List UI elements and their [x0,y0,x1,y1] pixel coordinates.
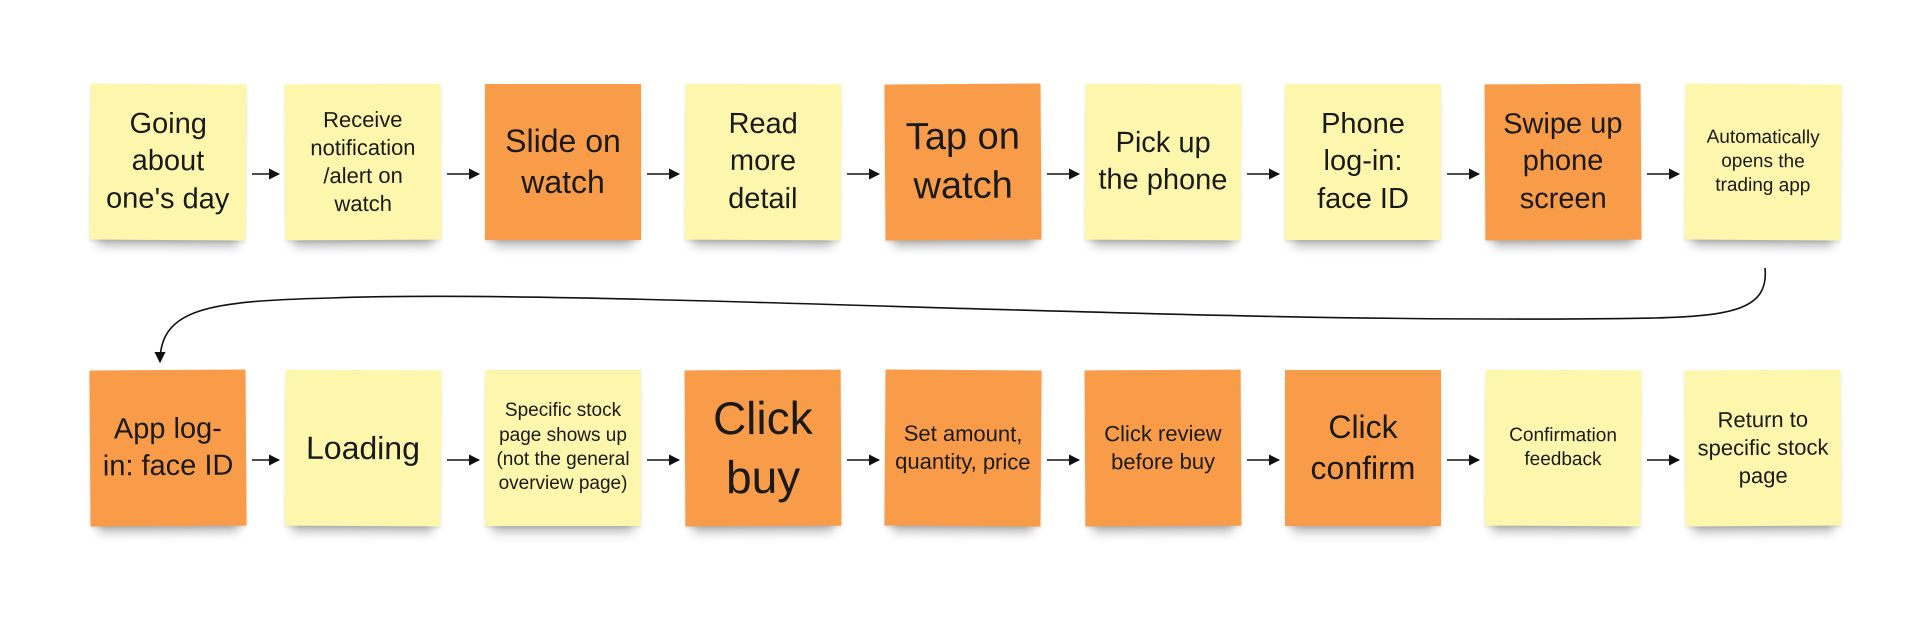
sticky-note-text: Receive notification /alert on watch [310,106,416,217]
sticky-note-text: Loading [305,429,421,466]
sticky-note[interactable]: Confirmation feedback [1484,369,1642,527]
sticky-note[interactable]: Click review before buy [1084,369,1242,527]
sticky-note[interactable]: Automatically opens the trading app [1684,83,1842,241]
sticky-note[interactable]: Slide on watch [485,84,641,240]
sticky-note-text: Confirmation feedback [1509,424,1617,471]
sticky-note[interactable]: Set amount, quantity, price [884,369,1042,527]
sticky-note[interactable]: Loading [284,369,442,527]
sticky-note-text: Specific stock page shows up (not the ge… [496,400,630,495]
sticky-note[interactable]: Swipe up phone screen [1484,83,1642,241]
sticky-note[interactable]: Pick up the phone [1084,83,1242,241]
sticky-note-text: Set amount, quantity, price [895,420,1031,475]
sticky-note-text: Tap on watch [905,115,1021,208]
sticky-note-text: Automatically opens the trading app [1706,126,1820,197]
sticky-note[interactable]: Specific stock page shows up (not the ge… [485,370,641,526]
sticky-note-text: Slide on watch [505,123,621,200]
sticky-note[interactable]: Read more detail [684,83,842,241]
sticky-note[interactable]: Click confirm [1285,370,1441,526]
sticky-note[interactable]: Phone log-in: face ID [1285,84,1441,240]
sticky-note-text: Going about one's day [106,108,230,215]
sticky-note[interactable]: Click buy [684,369,842,527]
sticky-note-text: Phone log-in: face ID [1317,108,1409,215]
sticky-note-text: App log-in: face ID [102,412,234,483]
sticky-note-text: Read more detail [728,108,798,215]
sticky-note-text: Return to specific stock page [1697,406,1829,489]
sticky-note-text: Click review before buy [1104,420,1222,475]
sticky-note-text: Swipe up phone screen [1503,108,1623,215]
sticky-note-text: Click buy [712,391,813,504]
sticky-note[interactable]: App log-in: face ID [89,369,247,527]
wrap-arrow [154,267,1767,364]
sticky-note[interactable]: Receive notification /alert on watch [284,83,442,241]
sticky-note[interactable]: Going about one's day [89,83,247,241]
sticky-note[interactable]: Return to specific stock page [1684,369,1842,527]
sticky-note-text: Click confirm [1310,409,1416,486]
sticky-note-text: Pick up the phone [1098,126,1228,197]
sticky-note[interactable]: Tap on watch [884,83,1042,241]
